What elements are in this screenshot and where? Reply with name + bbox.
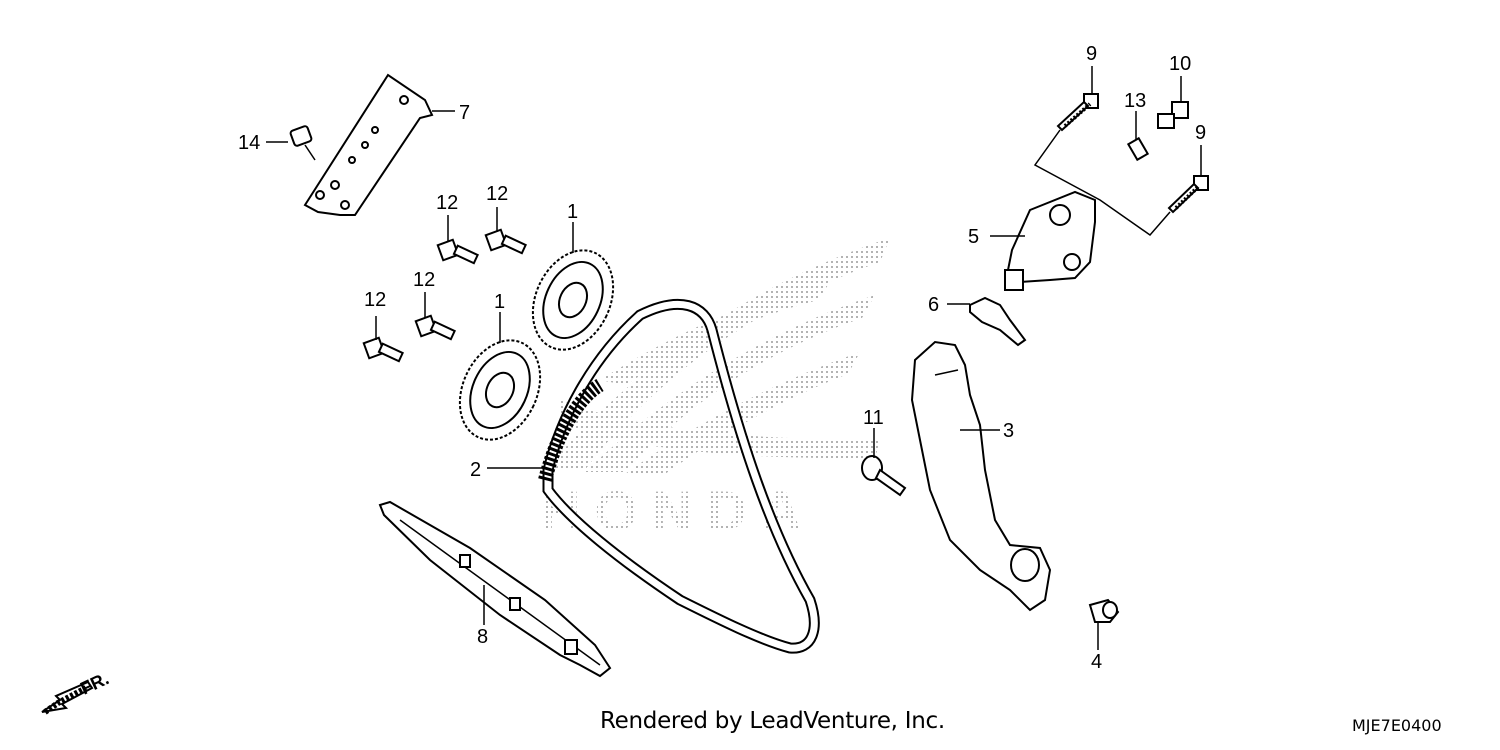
part-1-sprocket-upper xyxy=(531,249,615,351)
part-1-sprocket-lower xyxy=(458,339,542,441)
part-6-gasket xyxy=(969,296,1027,347)
part-13-plug xyxy=(1126,136,1150,162)
part-12-bolt-b xyxy=(484,228,527,255)
callout-7: 7 xyxy=(459,102,470,124)
front-direction-arrow-icon: FR. xyxy=(41,668,112,715)
part-10-bolt xyxy=(1157,101,1189,129)
part-9-bolt-b xyxy=(1167,175,1209,214)
callout-2: 2 xyxy=(470,459,481,481)
part-8-chain-guide xyxy=(378,500,612,678)
callout-1b: 1 xyxy=(494,291,505,313)
part-14-bolt xyxy=(289,125,316,161)
leader-lines xyxy=(266,66,1202,650)
callout-13: 13 xyxy=(1124,90,1146,112)
callout-11: 11 xyxy=(863,407,884,429)
bolt-leader-line xyxy=(1033,129,1171,237)
part-11-pivot-bolt xyxy=(861,455,907,497)
part-5-tensioner xyxy=(1004,190,1096,291)
render-credit: Rendered by LeadVenture, Inc. xyxy=(600,708,945,734)
part-12-bolt-a xyxy=(436,238,479,265)
callout-8: 8 xyxy=(477,626,488,648)
callout-12c: 12 xyxy=(413,269,435,291)
callout-4: 4 xyxy=(1091,651,1102,673)
part-12-bolt-d xyxy=(362,336,404,363)
callout-3: 3 xyxy=(1003,420,1014,442)
part-7-guide-plate xyxy=(303,73,434,216)
part-4-collar xyxy=(1088,598,1120,623)
part-12-bolt-c xyxy=(414,314,456,341)
callout-12b: 12 xyxy=(486,183,508,205)
part-2-cam-chain xyxy=(538,298,820,654)
callouts: 14 7 12 12 12 12 1 1 2 8 9 10 13 9 5 6 3… xyxy=(238,43,1206,673)
callout-10: 10 xyxy=(1169,53,1191,75)
callout-12a: 12 xyxy=(436,192,458,214)
part-3-tensioner-arm xyxy=(910,340,1052,612)
part-9-bolt-a xyxy=(1056,93,1099,132)
callout-9b: 9 xyxy=(1195,122,1206,144)
callout-12d: 12 xyxy=(364,289,386,311)
callout-14: 14 xyxy=(238,132,260,154)
callout-5: 5 xyxy=(968,226,979,248)
callout-1a: 1 xyxy=(567,201,578,223)
callout-9a: 9 xyxy=(1086,43,1097,65)
callout-6: 6 xyxy=(928,294,939,316)
diagram-code: MJE7E0400 xyxy=(1352,716,1442,735)
